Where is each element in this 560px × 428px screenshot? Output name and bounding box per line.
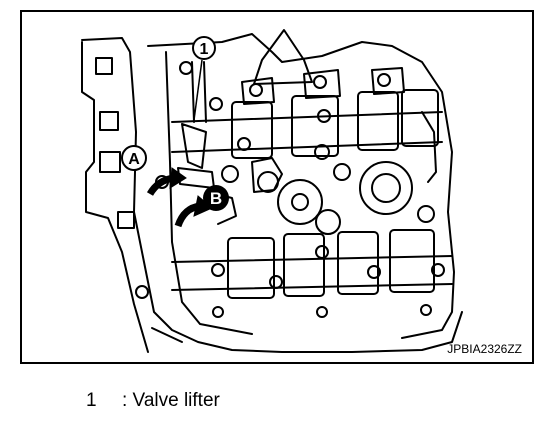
rotation-arrow-a xyxy=(146,167,187,196)
figure-frame: 1 A B JPBIA2326ZZ xyxy=(20,10,534,364)
left-housing xyxy=(81,37,463,353)
callout-a-label: A xyxy=(128,151,140,168)
legend: 1 : Valve lifter xyxy=(86,390,220,412)
callout-1-label: 1 xyxy=(200,41,209,58)
head-cover xyxy=(147,33,455,339)
camshaft-sprocket xyxy=(359,161,413,215)
legend-number: 1 xyxy=(86,390,97,411)
callout-b-label: B xyxy=(210,189,222,208)
legend-text: : Valve lifter xyxy=(122,390,220,411)
engine-diagram: 1 A B xyxy=(81,29,463,353)
lower-camshaft xyxy=(171,255,453,263)
valve-lifter xyxy=(181,123,207,169)
rotation-arrow-b xyxy=(174,195,213,228)
figure-code: JPBIA2326ZZ xyxy=(447,342,522,356)
